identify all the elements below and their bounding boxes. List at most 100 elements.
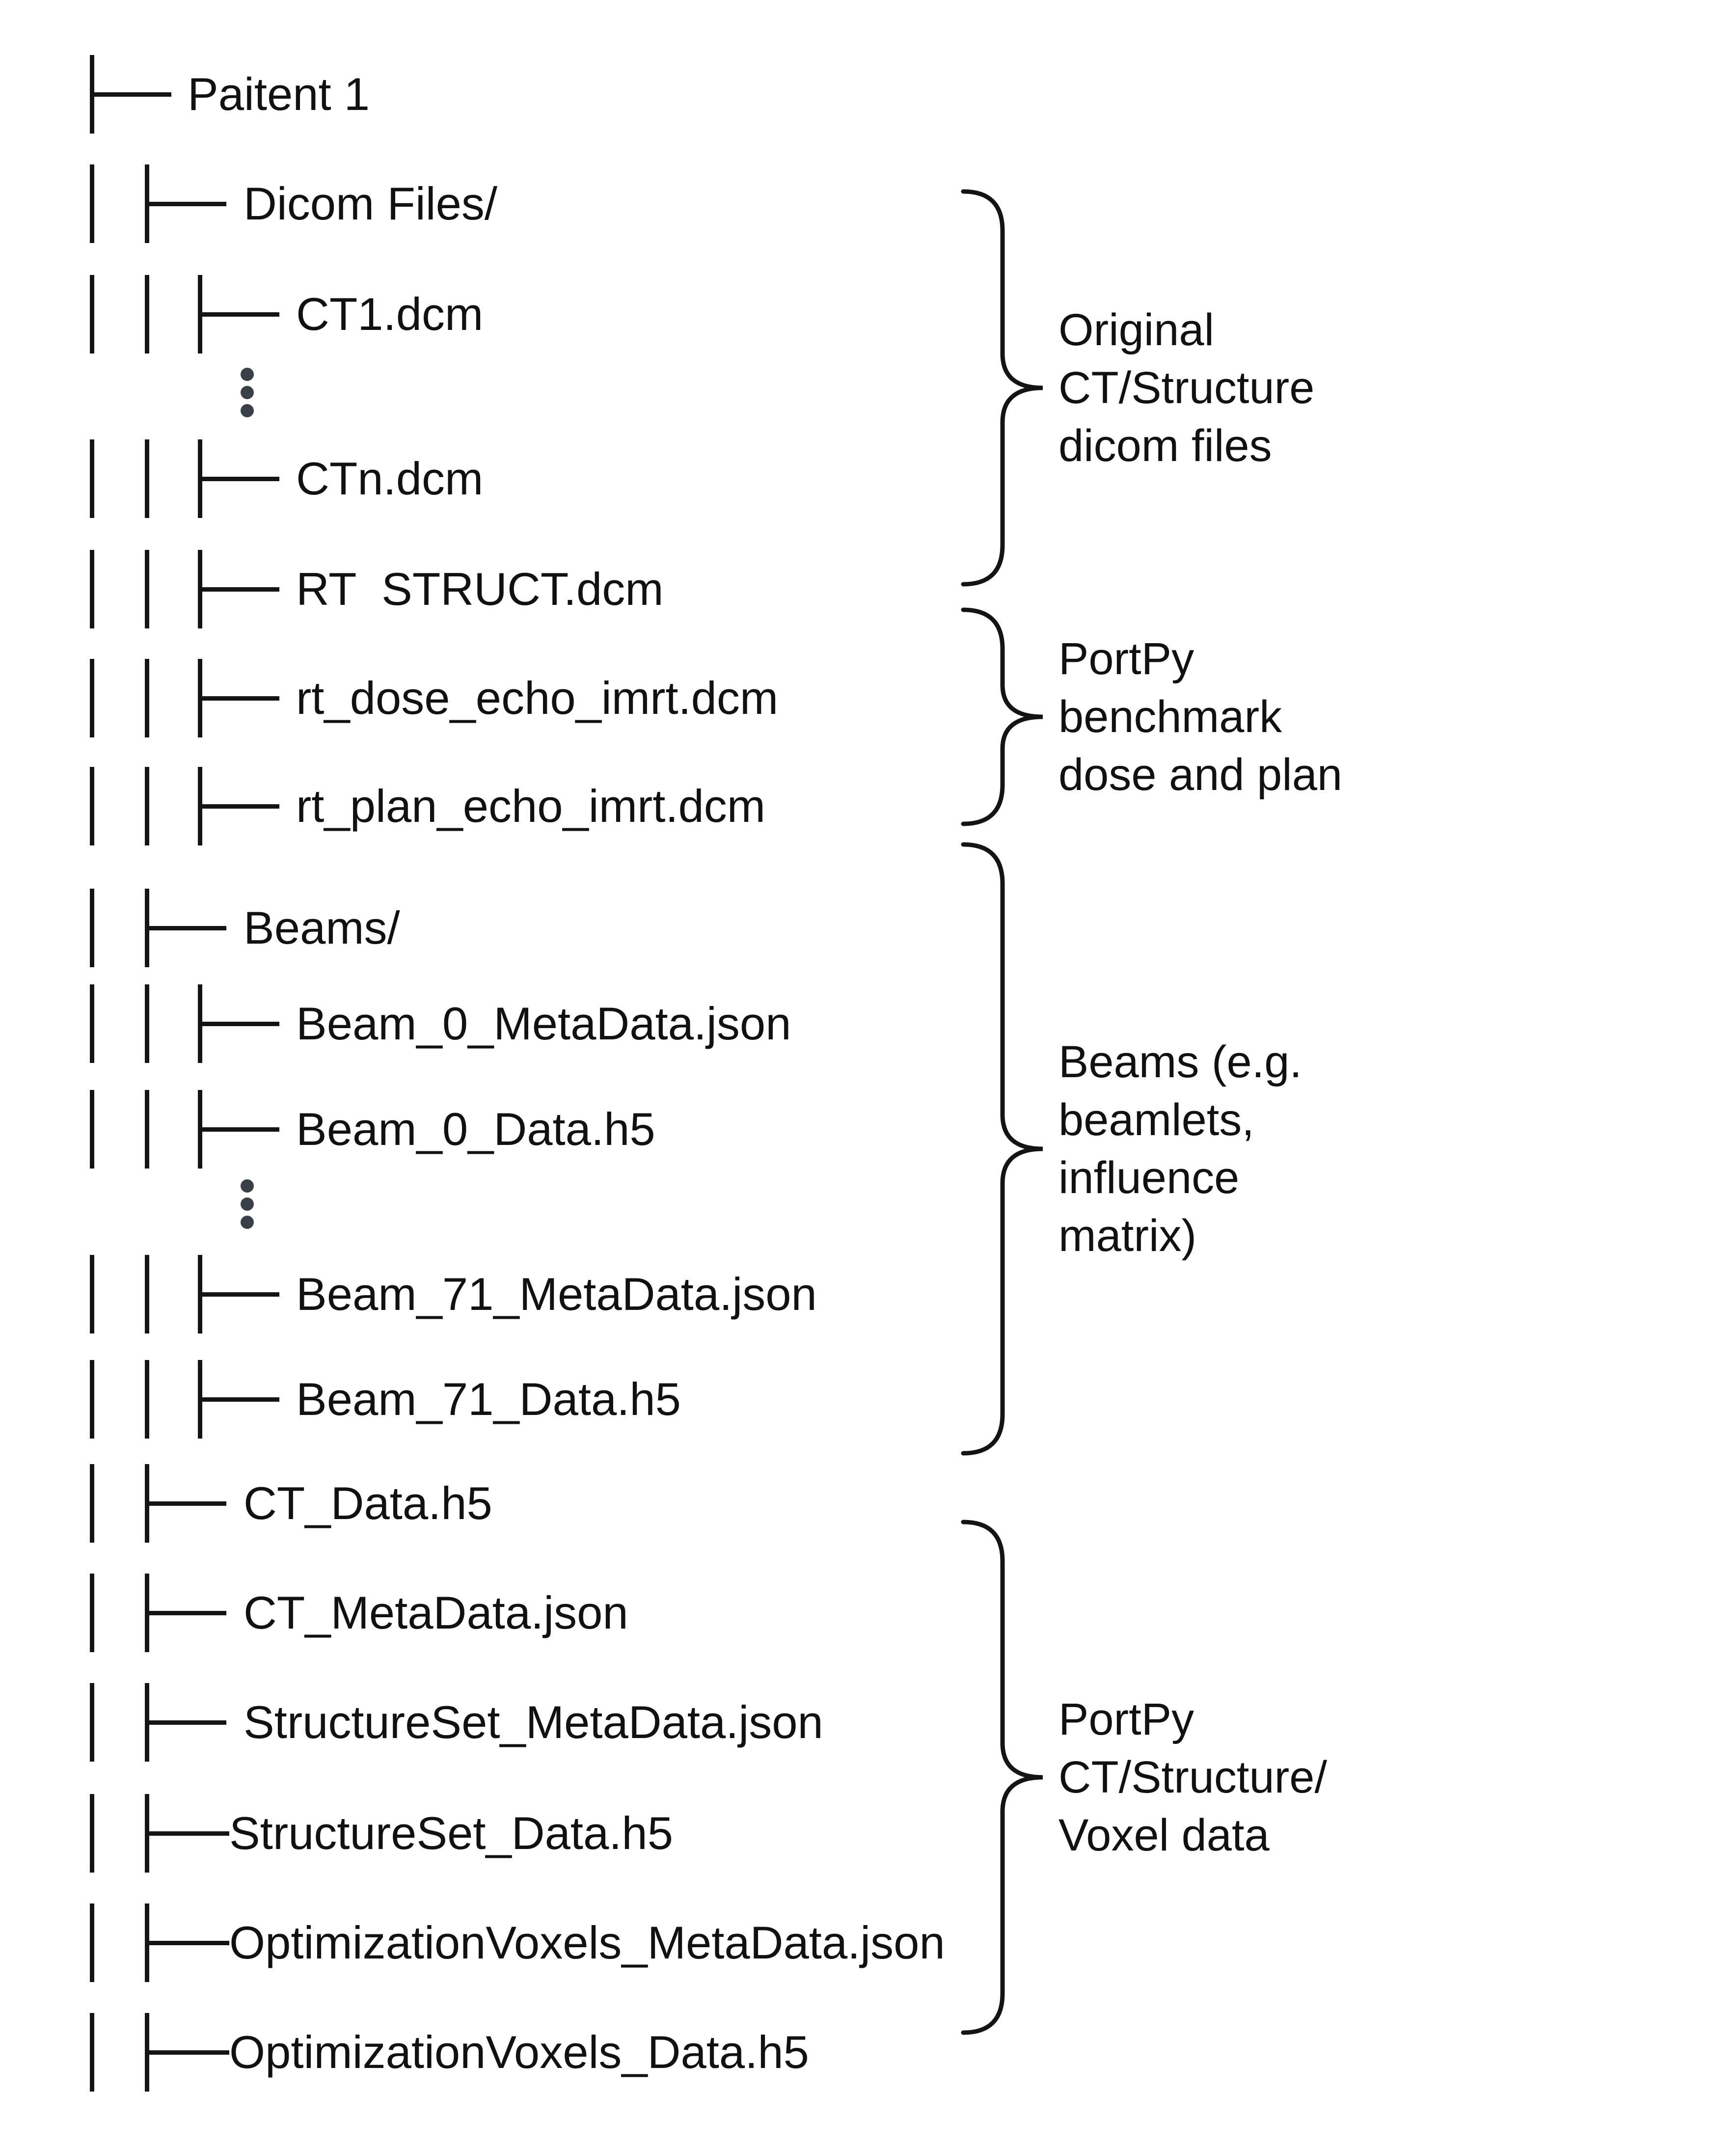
tree-label: CT_Data.h5 xyxy=(244,1477,492,1529)
ellipsis-dots xyxy=(241,368,254,417)
brace-benchmark xyxy=(961,607,1043,826)
tree-branch-line xyxy=(145,2050,229,2055)
tree-pipe xyxy=(145,659,149,737)
tree-branch-line xyxy=(90,92,171,97)
annotation-line: PortPy xyxy=(1058,634,1194,684)
tree-row-dicom-files: Dicom Files/ xyxy=(0,164,1736,243)
tree-label: Beam_0_Data.h5 xyxy=(296,1103,655,1155)
ellipsis-dots xyxy=(241,1179,254,1229)
tree-pipe xyxy=(90,164,94,243)
tree-row-beam71-metadata: Beam_71_MetaData.json xyxy=(0,1255,1736,1333)
annotation-line: dicom files xyxy=(1058,421,1272,471)
tree-label: CT1.dcm xyxy=(296,288,484,340)
tree-branch-line xyxy=(198,476,279,481)
annotation-line: benchmark xyxy=(1058,692,1282,742)
tree-label: Dicom Files/ xyxy=(244,178,498,229)
tree-label: Beam_71_MetaData.json xyxy=(296,1268,817,1320)
tree-label: OptimizationVoxels_Data.h5 xyxy=(229,2026,809,2078)
tree-label: rt_plan_echo_imrt.dcm xyxy=(296,780,766,832)
brace-original-dicom xyxy=(961,189,1043,587)
tree-pipe xyxy=(145,439,149,518)
tree-label: StructureSet_Data.h5 xyxy=(229,1807,673,1859)
tree-branch-line xyxy=(198,587,279,592)
annotation-original-dicom: Original CT/Structure dicom files xyxy=(1058,301,1697,475)
tree-label: Beam_71_Data.h5 xyxy=(296,1373,681,1425)
tree-label: CTn.dcm xyxy=(296,453,484,504)
tree-row-patient: Paitent 1 xyxy=(0,55,1736,134)
tree-pipe xyxy=(145,550,149,628)
tree-branch-line xyxy=(145,1720,226,1725)
tree-pipe xyxy=(90,659,94,737)
tree-label: CT_MetaData.json xyxy=(244,1587,628,1638)
annotation-line: matrix) xyxy=(1058,1211,1197,1261)
tree-branch-line xyxy=(198,804,279,809)
annotation-line: PortPy xyxy=(1058,1694,1194,1744)
tree-branch-line xyxy=(198,1397,279,1402)
tree-row-rtstruct: RT STRUCT.dcm xyxy=(0,550,1736,628)
tree-pipe xyxy=(90,984,94,1063)
tree-pipe xyxy=(90,1903,94,1982)
tree-branch-line xyxy=(145,1940,229,1945)
tree-branch-line xyxy=(145,201,226,206)
annotation-line: CT/Structure xyxy=(1058,363,1315,413)
tree-pipe xyxy=(90,1360,94,1439)
tree-branch-line xyxy=(145,1610,226,1615)
tree-row-structureset-metadata: StructureSet_MetaData.json xyxy=(0,1683,1736,1762)
annotation-line: influence xyxy=(1058,1153,1240,1203)
tree-branch-line xyxy=(145,925,226,930)
tree-pipe xyxy=(145,1090,149,1169)
tree-pipe xyxy=(90,1574,94,1652)
ellipsis-dot xyxy=(241,404,254,417)
tree-pipe xyxy=(90,439,94,518)
tree-pipe xyxy=(145,984,149,1063)
tree-branch-line xyxy=(145,1501,226,1506)
tree-pipe xyxy=(90,550,94,628)
tree-pipe xyxy=(90,767,94,845)
tree-pipe xyxy=(90,2013,94,2092)
tree-row-beams: Beams/ xyxy=(0,889,1736,967)
tree-pipe xyxy=(145,767,149,845)
tree-row-beam0-metadata: Beam_0_MetaData.json xyxy=(0,984,1736,1063)
tree-pipe xyxy=(90,1683,94,1762)
tree-branch-line xyxy=(145,1831,229,1836)
tree-row-optimizationvoxels-metadata: OptimizationVoxels_MetaData.json xyxy=(0,1903,1736,1982)
tree-label: Paitent 1 xyxy=(188,68,370,120)
tree-row-rt-plan: rt_plan_echo_imrt.dcm xyxy=(0,767,1736,845)
ellipsis-dot xyxy=(241,1179,254,1193)
annotation-line: CT/Structure/ xyxy=(1058,1752,1328,1802)
tree-label: Beam_0_MetaData.json xyxy=(296,998,791,1049)
tree-pipe xyxy=(145,1255,149,1333)
tree-pipe xyxy=(90,1090,94,1169)
tree-branch-line xyxy=(198,1021,279,1026)
tree-row-ctn: CTn.dcm xyxy=(0,439,1736,518)
tree-row-optimizationvoxels-data: OptimizationVoxels_Data.h5 xyxy=(0,2013,1736,2092)
tree-label: StructureSet_MetaData.json xyxy=(244,1696,823,1748)
ellipsis-dot xyxy=(241,1197,254,1211)
tree-label: OptimizationVoxels_MetaData.json xyxy=(229,1917,945,1968)
ellipsis-dot xyxy=(241,1216,254,1229)
annotation-line: Original xyxy=(1058,305,1215,355)
brace-beams xyxy=(961,842,1043,1456)
tree-row-beam71-data: Beam_71_Data.h5 xyxy=(0,1360,1736,1439)
tree-pipe xyxy=(90,1464,94,1543)
ellipsis-dot xyxy=(241,386,254,399)
annotation-voxel-data: PortPy CT/Structure/ Voxel data xyxy=(1058,1690,1697,1864)
tree-branch-line xyxy=(198,312,279,317)
tree-row-rt-dose: rt_dose_echo_imrt.dcm xyxy=(0,659,1736,737)
tree-pipe xyxy=(90,1794,94,1873)
tree-row-ct-data: CT_Data.h5 xyxy=(0,1464,1736,1543)
tree-pipe xyxy=(145,1360,149,1439)
tree-branch-line xyxy=(198,696,279,701)
tree-pipe xyxy=(90,1255,94,1333)
annotation-benchmark: PortPy benchmark dose and plan xyxy=(1058,630,1697,804)
tree-pipe xyxy=(90,275,94,353)
tree-branch-line xyxy=(198,1127,279,1132)
annotation-line: beamlets, xyxy=(1058,1095,1254,1145)
tree-label: RT STRUCT.dcm xyxy=(296,563,664,615)
ellipsis-dot xyxy=(241,368,254,381)
tree-row-beam0-data: Beam_0_Data.h5 xyxy=(0,1090,1736,1169)
annotation-line: Voxel data xyxy=(1058,1810,1270,1860)
annotation-line: dose and plan xyxy=(1058,750,1343,800)
tree-branch-line xyxy=(198,1292,279,1297)
